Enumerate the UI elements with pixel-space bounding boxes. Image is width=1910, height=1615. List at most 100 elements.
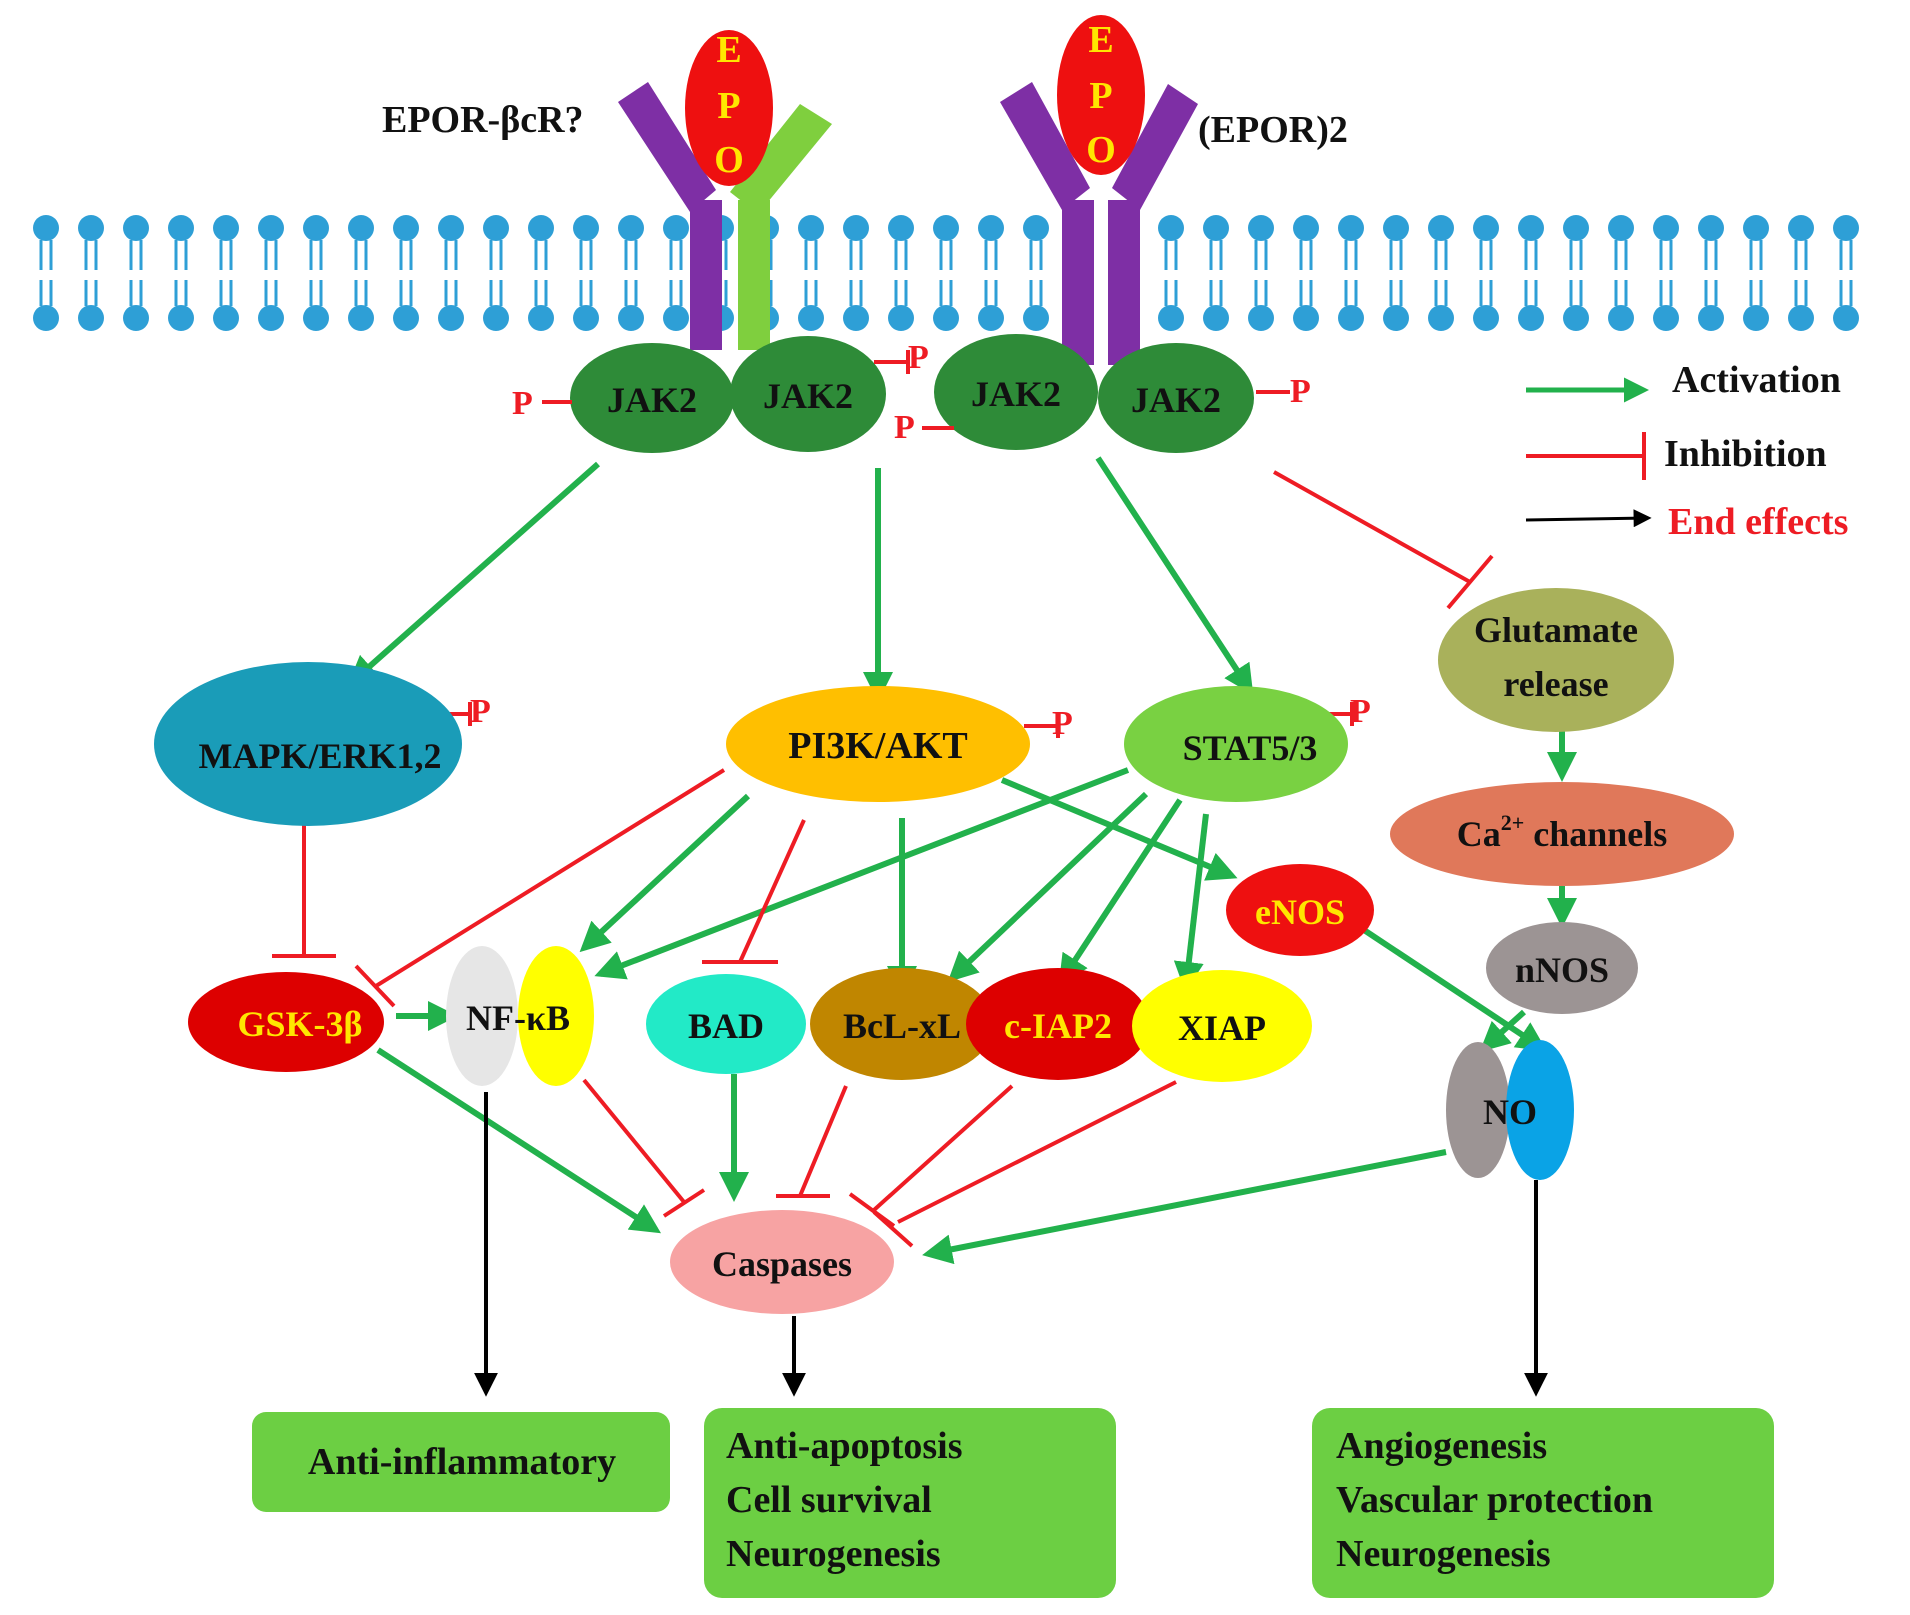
edge-jak-inhibits-glutamate: [1273, 470, 1471, 584]
end-effect-edges: [474, 1092, 1548, 1397]
receptor-left-stalk-purple: [690, 200, 722, 350]
edge-jak-to-stat: [1095, 456, 1254, 696]
nfkb-label: NF-κB: [466, 998, 570, 1038]
lipid: [1293, 215, 1319, 331]
edge-no-to-caspases: [922, 1149, 1447, 1265]
node-ciap2: c-IAP2: [966, 968, 1150, 1080]
receptor-left-arm-green: [730, 104, 832, 214]
phospho-label: P: [1350, 693, 1371, 730]
phospho-label: P: [1290, 373, 1311, 410]
edge-stat-to-nfkb: [594, 767, 1130, 980]
outcome-line: Cell survival: [726, 1479, 932, 1521]
receptor-left-label: EPOR-βcR?: [382, 99, 584, 141]
outcome-line: Neurogenesis: [726, 1533, 941, 1575]
edge-xiap-inhibits-caspases: [897, 1080, 1177, 1224]
lipid: [1833, 215, 1859, 331]
jak2-group: JAK2 JAK2 JAK2 JAK2: [570, 334, 1254, 453]
edge-stat-to-bclxl: [947, 791, 1149, 983]
phospho-markers: P P P P P P P: [438, 339, 1371, 742]
jak2-label: JAK2: [971, 374, 1061, 414]
node-xiap: XIAP: [1132, 970, 1312, 1082]
lipid: [1518, 215, 1544, 331]
edge-jak-to-mapk: [347, 461, 600, 686]
lipid: [798, 215, 824, 331]
jak2-node-4: [1098, 343, 1254, 453]
pi3k-label: PI3K/AKT: [788, 725, 967, 767]
epo-letter-e: E: [716, 29, 741, 71]
receptor-right-arm-left: [1000, 82, 1090, 210]
lipid: [1743, 215, 1769, 331]
phospho-label: P: [512, 385, 533, 422]
glutamate-label-line1: Glutamate: [1474, 610, 1638, 650]
bad-label: BAD: [688, 1006, 764, 1046]
lipid: [33, 215, 59, 331]
node-enos: eNOS: [1226, 864, 1374, 956]
outcome-cell-survival: Anti-apoptosis Cell survival Neurogenesi…: [704, 1408, 1116, 1598]
outcome-line: Anti-apoptosis: [726, 1425, 963, 1467]
ca-channels-label: Ca2+ channels: [1457, 810, 1668, 854]
nfkb-left-subunit: [446, 946, 518, 1086]
lipid: [843, 215, 869, 331]
lipid: [1653, 215, 1679, 331]
legend-activation-label: Activation: [1672, 359, 1841, 401]
node-gsk: GSK-3β: [188, 972, 384, 1072]
node-stat: STAT5/3: [1124, 686, 1348, 802]
edge-stat-to-xiap: [1173, 813, 1209, 992]
outcome-line: Neurogenesis: [1336, 1533, 1551, 1575]
lipid: [1203, 215, 1229, 331]
phospho-label: P: [470, 693, 491, 730]
node-nnos: nNOS: [1486, 922, 1638, 1014]
epo-letter-o: O: [1086, 129, 1116, 171]
edge-ciap2-inhibits-caspases: [872, 1084, 1014, 1212]
jak2-node-2: [730, 336, 886, 452]
receptor-left-stalk-green: [738, 200, 770, 350]
no-label: NO: [1483, 1092, 1537, 1132]
legend-inhibition-label: Inhibition: [1664, 433, 1827, 475]
node-ca-channels: Ca2+ channels: [1390, 782, 1734, 886]
lipid: [1158, 215, 1184, 331]
lipid: [168, 215, 194, 331]
lipid: [123, 215, 149, 331]
receptor-right: [1000, 82, 1198, 365]
receptor-right-label: (EPOR)2: [1198, 109, 1348, 151]
legend-end-effects-label: End effects: [1668, 501, 1848, 543]
jak2-node-1: [570, 343, 734, 453]
node-caspases: Caspases: [670, 1210, 894, 1314]
node-bad: BAD: [646, 974, 806, 1074]
inhibition-edges: [272, 470, 1494, 1248]
receptor-left-arm-purple: [618, 82, 716, 212]
cell-membrane: [33, 215, 1859, 331]
bclxl-label: BcL-xL: [843, 1006, 961, 1046]
edge-stat-to-ciap2: [1058, 798, 1183, 986]
lipid: [1608, 215, 1634, 331]
no-right-subunit: [1506, 1040, 1574, 1180]
lipid: [1338, 215, 1364, 331]
lipid: [618, 215, 644, 331]
node-nfkb: NF-κB: [446, 946, 594, 1086]
outcome-line: Vascular protection: [1336, 1479, 1653, 1521]
lipid: [483, 215, 509, 331]
edge-pi3k-to-enos: [1000, 777, 1238, 881]
mapk-label: MAPK/ERK1,2: [199, 736, 442, 776]
activation-edges: [347, 456, 1577, 1265]
receptor-right-stalk-right: [1108, 200, 1140, 365]
outcome-line: Angiogenesis: [1336, 1425, 1547, 1467]
lipid: [258, 215, 284, 331]
lipid: [1383, 215, 1409, 331]
outcome-vascular: Angiogenesis Vascular protection Neuroge…: [1312, 1408, 1774, 1598]
ca-charge: 2+: [1501, 810, 1525, 835]
edge-pi3k-inhibits-gsk: [374, 768, 726, 988]
node-mapk: MAPK/ERK1,2: [154, 662, 462, 826]
lipid: [393, 215, 419, 331]
edge-pi3k-inhibits-bad: [738, 819, 806, 963]
lipid: [573, 215, 599, 331]
node-no: NO: [1446, 1040, 1574, 1180]
legend-end-effects-arrow: [1525, 509, 1652, 528]
no-left-subunit: [1446, 1042, 1510, 1178]
epo-ligand-left: E P O: [685, 29, 773, 186]
receptor-right-arm-right: [1112, 84, 1198, 210]
lipid: [933, 215, 959, 331]
lipid: [438, 215, 464, 331]
lipid: [1698, 215, 1724, 331]
